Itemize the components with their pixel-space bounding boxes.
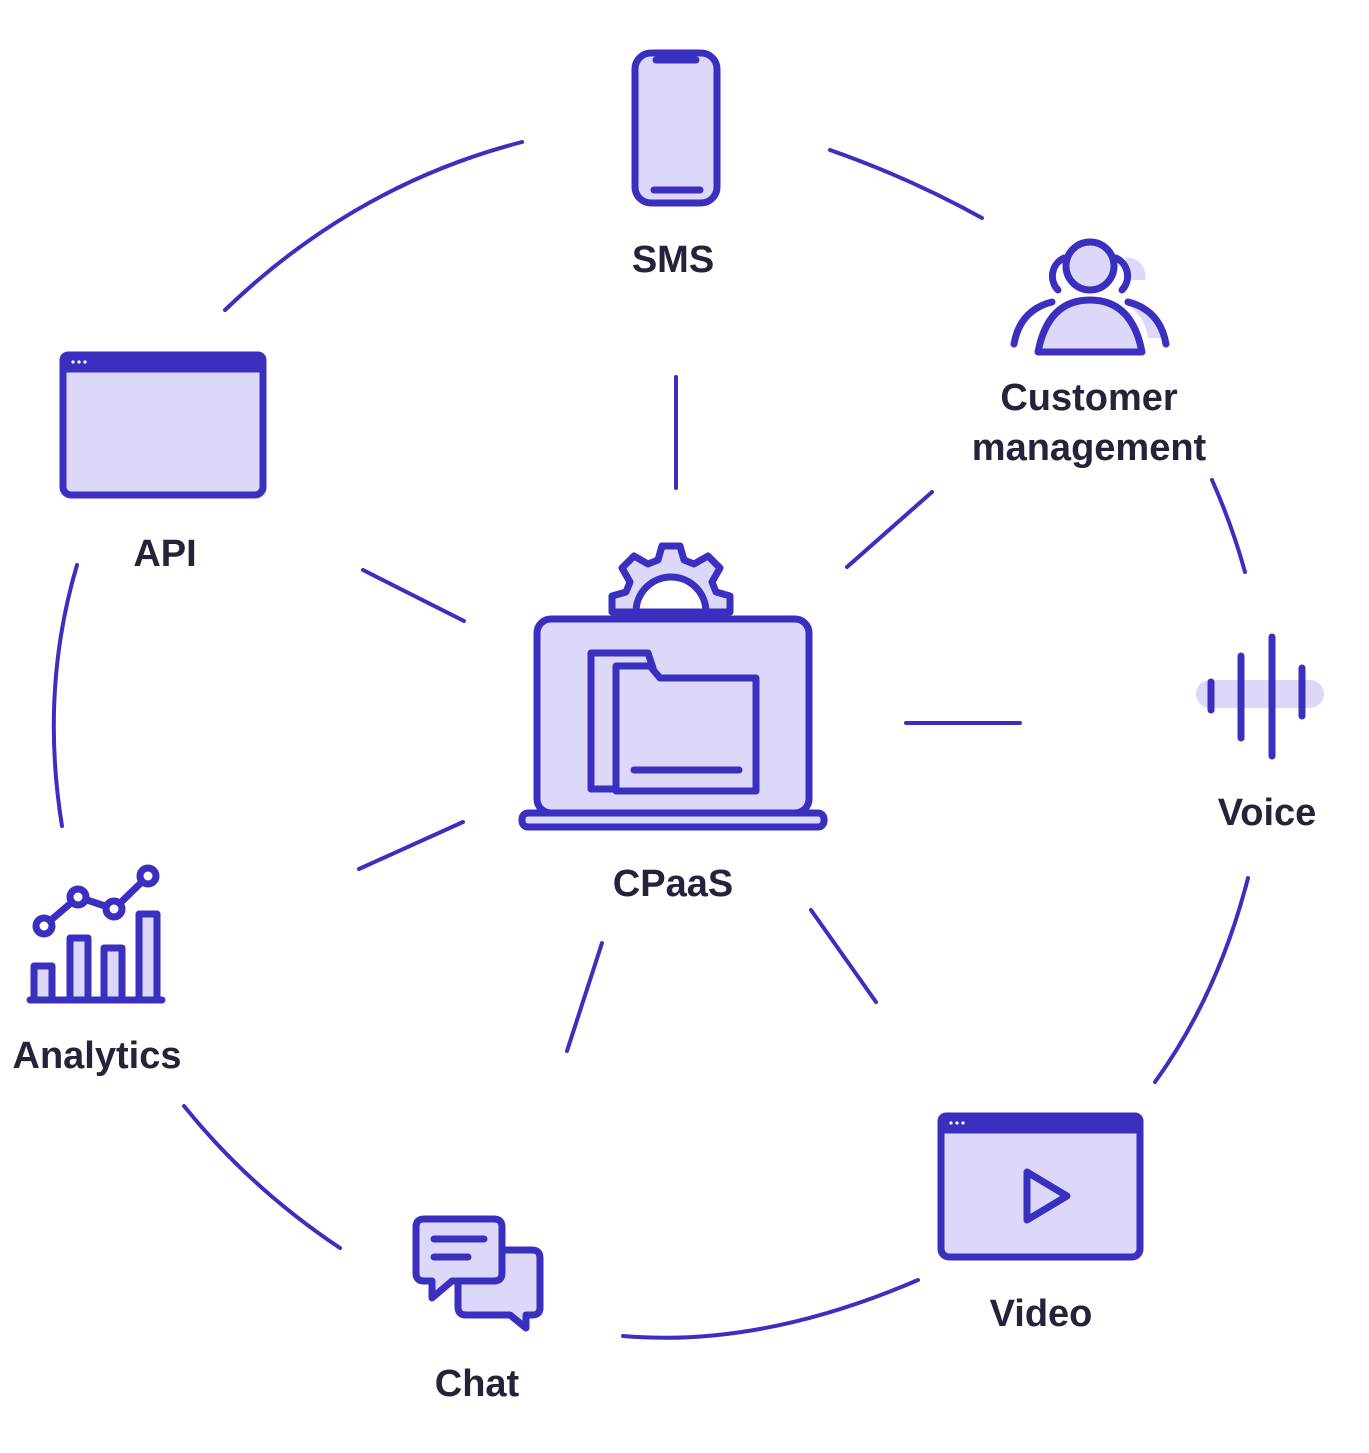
- spoke-api: [361, 568, 466, 623]
- ring-arc-api-sms: [223, 140, 524, 312]
- ring-arc-chat-analytics: [182, 1104, 342, 1250]
- analytics-label: Analytics: [13, 1035, 182, 1077]
- api-label: API: [133, 533, 196, 575]
- center-label: CPaaS: [613, 863, 733, 905]
- spoke-video: [809, 908, 878, 1004]
- customer-label-line1: Customer: [1000, 377, 1178, 419]
- gear-icon: [608, 542, 734, 616]
- laptop-folder-gear-icon: [518, 542, 828, 831]
- ring-arc-customer-voice: [1210, 478, 1247, 574]
- users-group-icon: [1010, 238, 1170, 356]
- video-player-icon: [937, 1112, 1144, 1261]
- sms-label: SMS: [632, 239, 714, 281]
- voice-label: Voice: [1218, 792, 1317, 834]
- smartphone-icon: [631, 49, 721, 207]
- ring-arc-analytics-api: [51, 563, 79, 828]
- chat-label: Chat: [435, 1363, 520, 1405]
- chat-bubbles-icon: [412, 1215, 544, 1332]
- ring-arc-voice-video: [1153, 876, 1250, 1084]
- video-label: Video: [990, 1293, 1093, 1335]
- analytics-chart-icon: [26, 864, 166, 1004]
- spokes: [357, 375, 1022, 1053]
- sound-wave-icon: [1196, 633, 1324, 760]
- laptop-base: [518, 809, 828, 831]
- spoke-chat: [565, 941, 604, 1053]
- browser-window-icon: [59, 351, 267, 499]
- customer-label-line2: management: [972, 427, 1207, 469]
- spoke-analytics: [357, 820, 465, 871]
- ring-arc-video-chat: [621, 1278, 920, 1340]
- spoke-customer: [845, 490, 934, 569]
- ring-arc-sms-customer: [828, 148, 984, 220]
- folder-icon: [587, 649, 760, 795]
- outer-ring: [51, 140, 1250, 1340]
